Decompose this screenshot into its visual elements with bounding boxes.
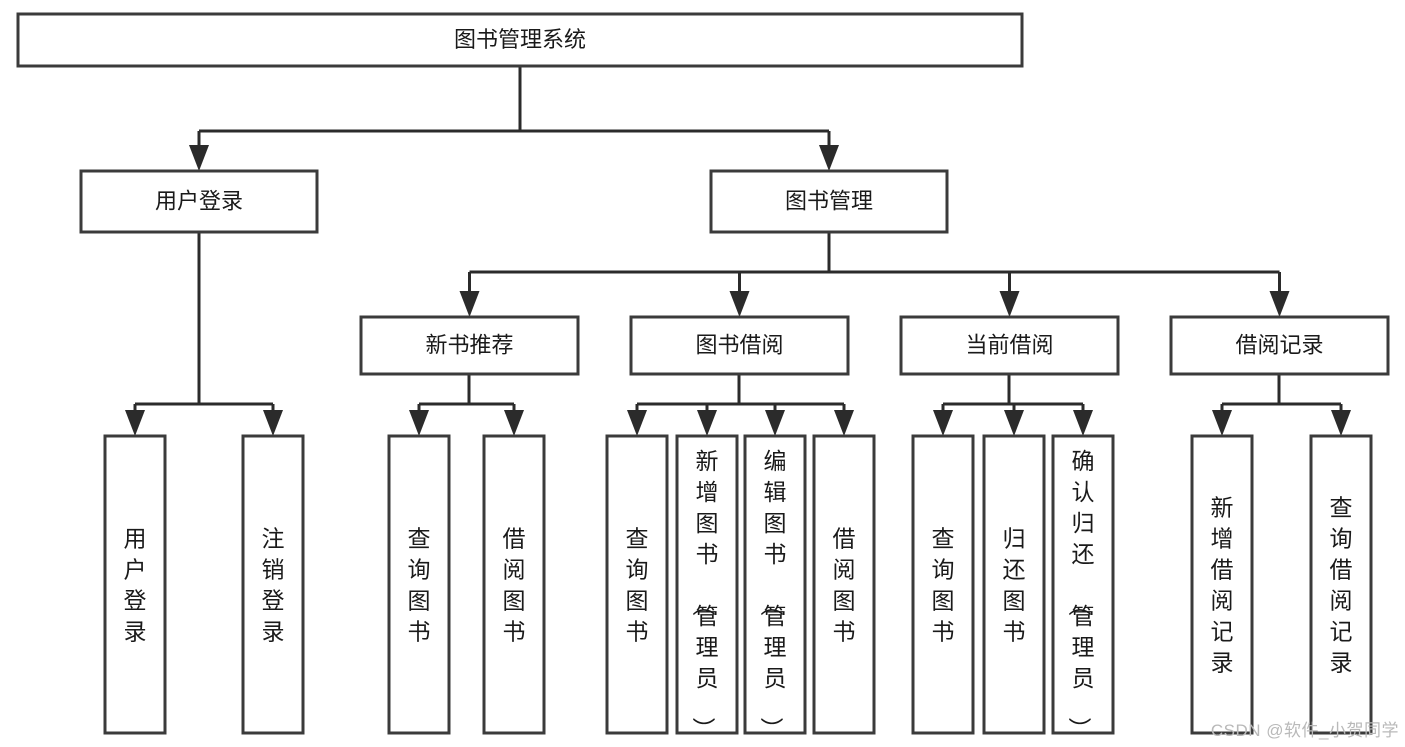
node-book-manage[interactable]: 图书管理: [709, 169, 949, 234]
node-label: 查询借阅记录: [1330, 495, 1353, 676]
node-box[interactable]: [79, 169, 319, 234]
arrowhead-icon: [504, 410, 524, 436]
node-layer: 图书管理系统用户登录图书管理新书推荐图书借阅当前借阅借阅记录用户登录注销登录查询…: [16, 12, 1390, 740]
arrowhead-icon: [697, 410, 717, 436]
node-book-borrow[interactable]: 图书借阅: [629, 315, 850, 376]
node-label: 借阅图书: [503, 526, 526, 645]
node-leaf-rec-add[interactable]: 新增借阅记录: [1190, 434, 1254, 735]
connector-group: [1212, 374, 1351, 436]
arrowhead-icon: [819, 145, 839, 171]
arrowhead-icon: [765, 410, 785, 436]
node-leaf-user-logout[interactable]: 注销登录: [241, 434, 305, 735]
node-box[interactable]: [605, 434, 669, 735]
node-label: 借阅图书: [833, 526, 856, 645]
arrowhead-icon: [999, 291, 1020, 317]
node-box[interactable]: [1051, 434, 1115, 735]
node-box[interactable]: [482, 434, 546, 735]
node-box[interactable]: [982, 434, 1046, 735]
node-label: 用户登录: [155, 188, 243, 213]
node-label: 查询图书: [626, 526, 649, 645]
node-box[interactable]: [743, 434, 807, 735]
node-box[interactable]: [899, 315, 1120, 376]
node-leaf-rec-borrow[interactable]: 借阅图书: [482, 434, 546, 735]
node-label: 图书管理系统: [454, 27, 586, 52]
node-box[interactable]: [629, 315, 850, 376]
arrowhead-icon: [627, 410, 647, 436]
connector-group: [933, 374, 1093, 436]
node-label: 查询图书: [408, 526, 431, 645]
node-box[interactable]: [387, 434, 451, 735]
arrowhead-icon: [459, 291, 480, 317]
node-leaf-cur-return[interactable]: 归还图书: [982, 434, 1046, 735]
arrowhead-icon: [1004, 410, 1024, 436]
node-box[interactable]: [1309, 434, 1373, 735]
arrowhead-icon: [125, 410, 145, 436]
node-leaf-borrow-take[interactable]: 借阅图书: [812, 434, 876, 735]
arrowhead-icon: [729, 291, 750, 317]
node-box[interactable]: [16, 12, 1024, 68]
node-label: 当前借阅: [965, 332, 1053, 357]
connector-group: [125, 232, 283, 436]
arrowhead-icon: [263, 410, 283, 436]
node-label: 新书推荐: [425, 332, 513, 357]
node-label: 新增借阅记录: [1211, 495, 1234, 676]
node-root[interactable]: 图书管理系统: [16, 12, 1024, 68]
arrowhead-icon: [1212, 410, 1232, 436]
node-label: 用户登录: [124, 526, 147, 645]
node-label: 图书借阅: [695, 332, 783, 357]
node-box[interactable]: [675, 434, 739, 735]
arrowhead-icon: [1073, 410, 1093, 436]
node-box[interactable]: [1190, 434, 1254, 735]
node-leaf-cur-confirm[interactable]: 确认归还（管理员）: [1051, 434, 1115, 740]
node-box[interactable]: [103, 434, 167, 735]
node-box[interactable]: [241, 434, 305, 735]
arrowhead-icon: [409, 410, 429, 436]
node-label: 确认归还（管理员）: [1067, 448, 1095, 740]
connector-group: [459, 232, 1290, 317]
node-borrow-record[interactable]: 借阅记录: [1169, 315, 1390, 376]
node-leaf-borrow-add[interactable]: 新增图书（管理员）: [675, 434, 739, 740]
arrowhead-icon: [933, 410, 953, 436]
node-label: 归还图书: [1003, 526, 1026, 645]
node-leaf-user-login[interactable]: 用户登录: [103, 434, 167, 735]
node-box[interactable]: [911, 434, 975, 735]
node-label: 新增图书（管理员）: [691, 448, 719, 740]
connector-layer: [125, 66, 1351, 436]
arrowhead-icon: [1331, 410, 1351, 436]
node-leaf-borrow-edit[interactable]: 编辑图书（管理员）: [743, 434, 807, 740]
connector-group: [627, 374, 854, 436]
arrowhead-icon: [1269, 291, 1290, 317]
node-box[interactable]: [812, 434, 876, 735]
node-leaf-cur-query[interactable]: 查询图书: [911, 434, 975, 735]
node-leaf-rec-search[interactable]: 查询借阅记录: [1309, 434, 1373, 735]
node-label: 注销登录: [262, 526, 285, 645]
node-label: 借阅记录: [1235, 332, 1323, 357]
node-box[interactable]: [359, 315, 580, 376]
node-box[interactable]: [709, 169, 949, 234]
node-label: 编辑图书（管理员）: [759, 448, 787, 740]
connector-group: [409, 374, 524, 436]
node-label: 图书管理: [785, 188, 873, 213]
node-leaf-rec-query[interactable]: 查询图书: [387, 434, 451, 735]
arrowhead-icon: [189, 145, 209, 171]
arrowhead-icon: [834, 410, 854, 436]
node-current-borrow[interactable]: 当前借阅: [899, 315, 1120, 376]
node-leaf-borrow-query[interactable]: 查询图书: [605, 434, 669, 735]
node-user-login[interactable]: 用户登录: [79, 169, 319, 234]
connector-group: [189, 66, 839, 171]
node-label: 查询图书: [932, 526, 955, 645]
node-new-book-rec[interactable]: 新书推荐: [359, 315, 580, 376]
node-box[interactable]: [1169, 315, 1390, 376]
